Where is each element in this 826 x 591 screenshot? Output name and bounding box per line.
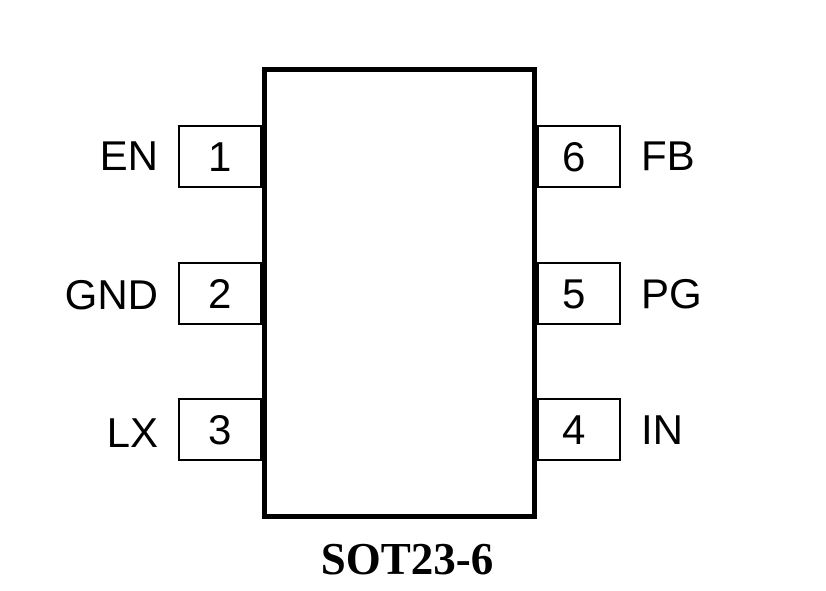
pin-2-box: 2 (178, 262, 262, 325)
pin-3-box: 3 (178, 398, 262, 461)
pin-5-label: PG (641, 270, 702, 317)
pin-3-label: LX (106, 409, 158, 456)
pin-4-label: IN (641, 406, 683, 453)
pin-2-label: GND (64, 271, 158, 318)
pin-6-number: 6 (562, 133, 586, 180)
pin-1-label: EN (99, 132, 158, 179)
pin-5-number: 5 (562, 270, 586, 317)
pin-6-box: 6 (537, 125, 621, 188)
ic-package-body (262, 67, 537, 519)
pin-4-number: 4 (562, 406, 586, 453)
package-name: SOT23-6 (320, 534, 494, 584)
pin-3-number: 3 (208, 406, 232, 453)
pin-5-box: 5 (537, 262, 621, 325)
pin-4-box: 4 (537, 398, 621, 461)
pin-1-number: 1 (208, 133, 232, 180)
pin-1-box: 1 (178, 125, 262, 188)
pin-6-label: FB (641, 132, 695, 179)
pin-2-number: 2 (208, 270, 232, 317)
